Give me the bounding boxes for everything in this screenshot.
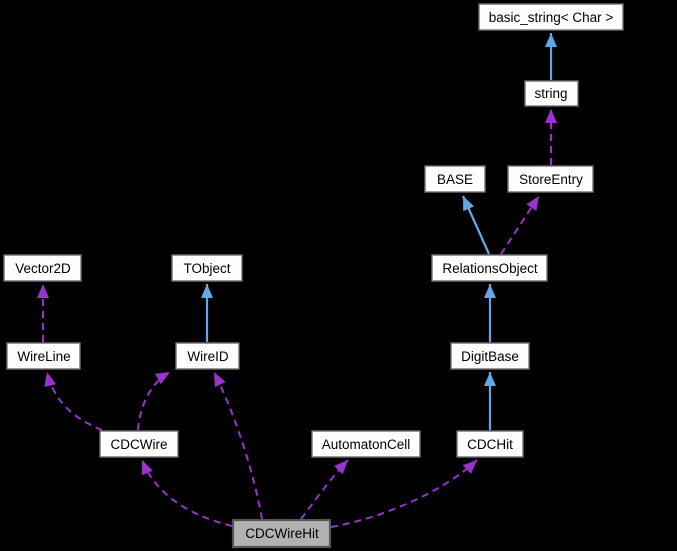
node-cdcwire-box[interactable] (99, 430, 179, 458)
node-digitbase-box[interactable] (450, 342, 530, 370)
edge-cdcwirehit-to-automatoncell (300, 459, 349, 520)
node-wireline-box[interactable] (6, 342, 81, 370)
node-relationsobject-box[interactable] (431, 254, 548, 282)
node-relationsobject[interactable]: RelationsObject (431, 254, 548, 282)
edge-cdcwirehit-to-wireid (213, 371, 263, 520)
node-cdchit[interactable]: CDCHit (456, 430, 524, 458)
node-base-box[interactable] (424, 165, 486, 193)
node-relationsobject-label: RelationsObject (442, 261, 538, 276)
node-automatoncell-label: AutomatonCell (322, 437, 411, 452)
edge-cdcwirehit-to-cdchit (330, 459, 478, 528)
node-cdcwirehit-box[interactable] (231, 518, 332, 549)
node-wireline[interactable]: WireLine (6, 342, 81, 370)
node-vector2d-box[interactable] (3, 254, 82, 282)
node-cdcwirehit[interactable]: CDCWireHit (231, 518, 332, 549)
edge-relationsobject-to-storeentry (500, 195, 540, 255)
edge-cdcwirehit-to-cdcwire (141, 459, 233, 527)
node-wireid[interactable]: WireID (175, 342, 240, 370)
node-cdchit-box[interactable] (456, 430, 524, 458)
edge-cdcwire-to-wireid (137, 371, 171, 431)
node-cdchit-label: CDCHit (467, 437, 513, 452)
node-basic-string-box[interactable] (478, 3, 624, 31)
node-wireline-label: WireLine (17, 349, 70, 364)
node-base[interactable]: BASE (424, 165, 486, 193)
node-tobject-box[interactable] (171, 254, 243, 282)
node-storeentry[interactable]: StoreEntry (507, 165, 594, 193)
edge-cdcwire-to-wireline (44, 371, 103, 431)
node-automatoncell-box[interactable] (311, 430, 421, 458)
node-digitbase[interactable]: DigitBase (450, 342, 530, 370)
node-tobject-label: TObject (183, 261, 230, 276)
node-wireid-label: WireID (187, 349, 228, 364)
node-tobject[interactable]: TObject (171, 254, 243, 282)
node-string[interactable]: string (524, 80, 579, 107)
node-basic-string-label: basic_string< Char > (489, 10, 614, 25)
node-automatoncell[interactable]: AutomatonCell (311, 430, 421, 458)
node-cdcwire[interactable]: CDCWire (99, 430, 179, 458)
node-cdcwirehit-label: CDCWireHit (245, 526, 319, 541)
node-storeentry-label: StoreEntry (519, 172, 583, 187)
node-digitbase-label: DigitBase (461, 349, 519, 364)
node-vector2d-label: Vector2D (15, 261, 71, 276)
node-string-label: string (534, 86, 567, 101)
node-basic-string[interactable]: basic_string< Char > (478, 3, 624, 31)
node-cdcwire-label: CDCWire (111, 437, 168, 452)
edge-relationsobject-to-base (461, 195, 491, 255)
node-wireid-box[interactable] (175, 342, 240, 370)
node-string-box[interactable] (524, 80, 579, 107)
node-base-label: BASE (437, 172, 473, 187)
node-storeentry-box[interactable] (507, 165, 594, 193)
node-vector2d[interactable]: Vector2D (3, 254, 82, 282)
